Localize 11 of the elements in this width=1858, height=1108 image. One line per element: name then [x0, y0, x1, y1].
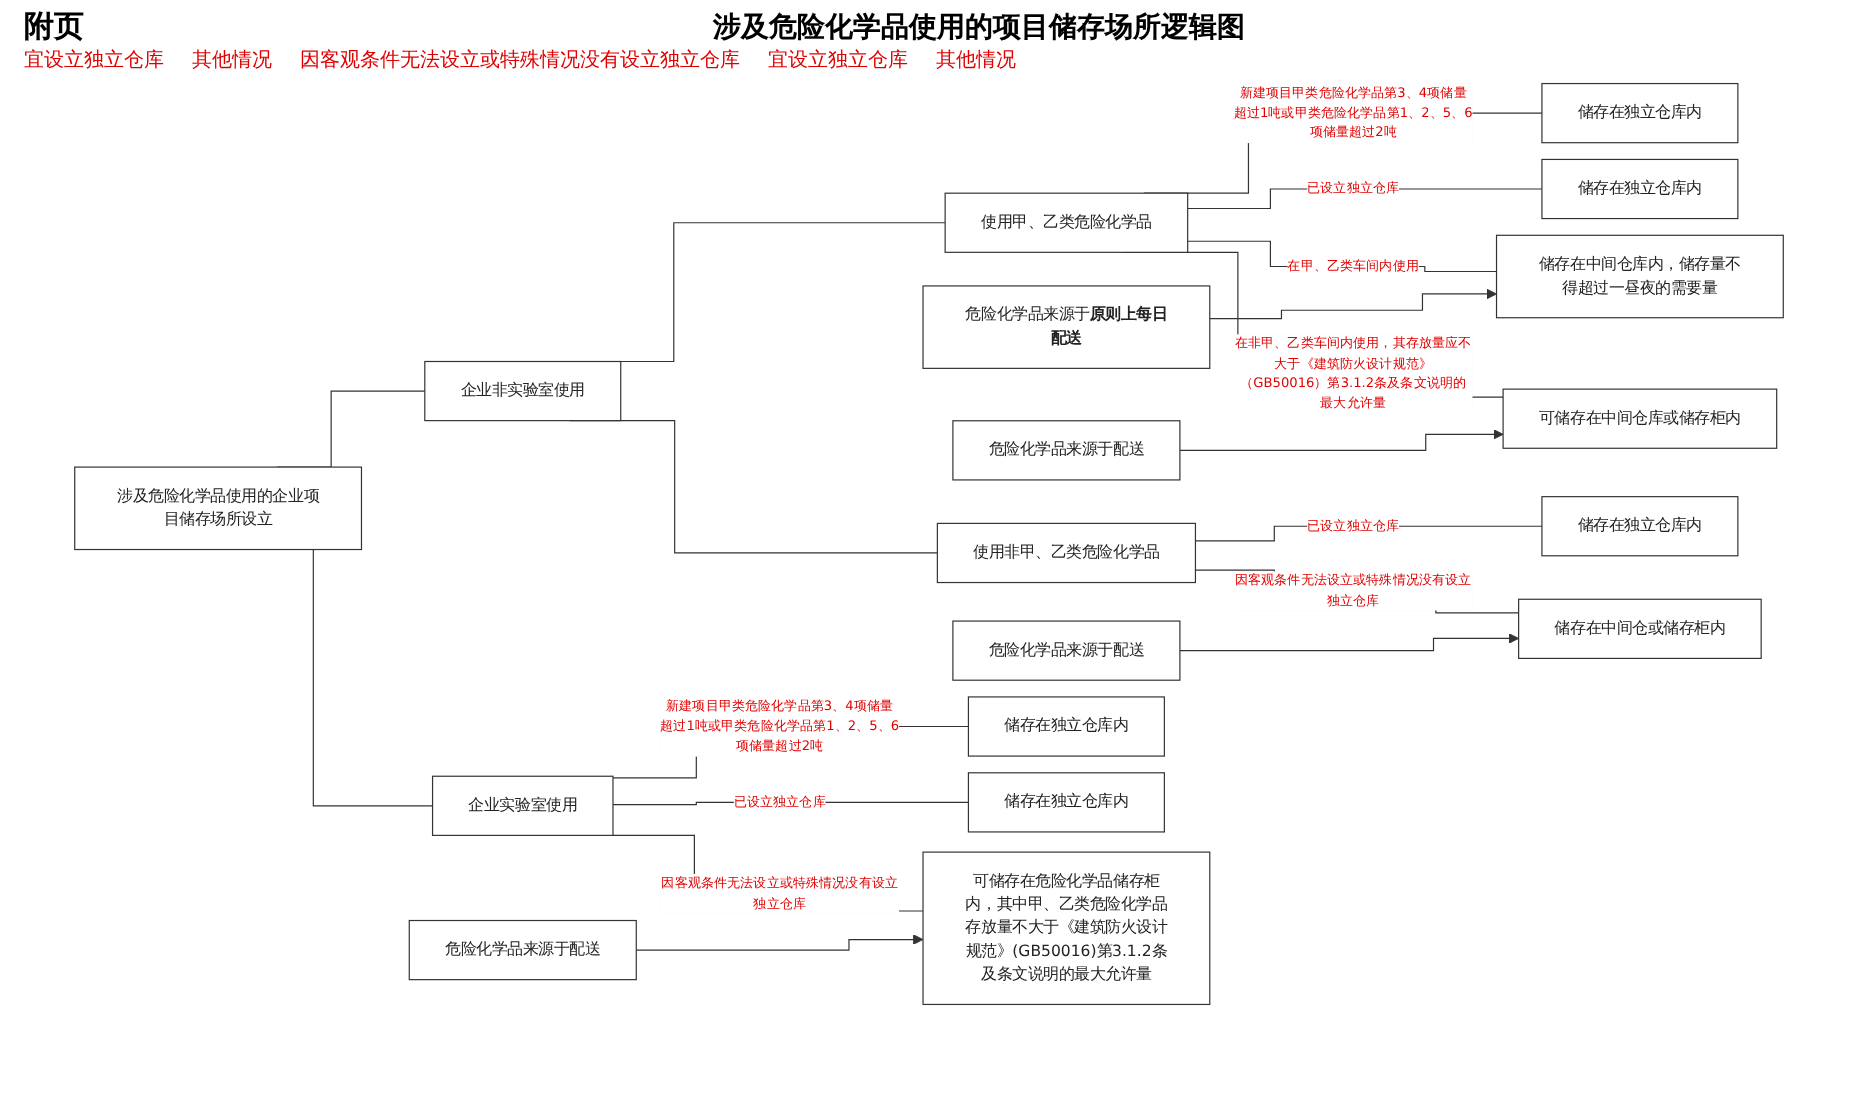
- page-heading: 附页: [24, 8, 84, 46]
- branch-note: 宜设立独立仓库: [24, 47, 164, 74]
- branch-note: 宜设立独立仓库: [768, 47, 908, 74]
- arrow: [1179, 633, 1520, 652]
- branch-note: 其他情况: [192, 47, 272, 74]
- diagram-title: 涉及危险化学品使用的项目储存场所逻辑图: [711, 10, 1247, 46]
- arrow: [635, 934, 924, 951]
- branch-note: 其他情况: [936, 47, 1016, 74]
- arrow: [1209, 288, 1498, 320]
- arrow: [1179, 429, 1504, 451]
- branch-note: 因客观条件无法设立或特殊情况没有设立独立仓库: [300, 47, 740, 74]
